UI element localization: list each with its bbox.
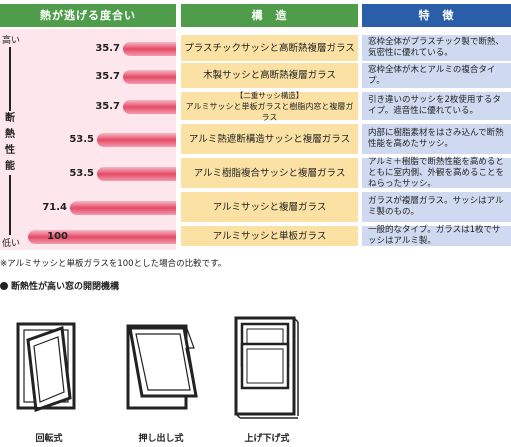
structure-text-group: アルミ熱遮断構造サッシと複層ガラス: [189, 134, 350, 145]
header-structure: 構 造: [181, 4, 358, 27]
bar-row: 53.5: [0, 164, 176, 184]
window-label-pivot: 回転式: [35, 434, 63, 444]
heat-loss-bar: [123, 42, 176, 56]
feature-text: 窓枠全体が木とアルミの複合タイプ。: [368, 64, 496, 86]
section-title-text: 断熱性が高い窓の開閉機構: [11, 282, 120, 292]
structure-text: アルミ樹脂複合サッシと複層ガラス: [193, 167, 346, 179]
structure-text: アルミサッシと複層ガラス: [212, 201, 327, 213]
heat-loss-bar: [70, 201, 176, 215]
heat-loss-chart: 高い 低い 断熱性能 35.7 35.7 35.7 53.5 53.5 71.4 100: [0, 29, 176, 250]
structure-cell: アルミサッシと単板ガラス: [181, 226, 358, 246]
bar-value: 35.7: [95, 101, 120, 112]
double-hung-window-icon: [234, 316, 299, 419]
structure-text: アルミサッシと単板ガラス: [212, 230, 327, 242]
axis-title: 断熱性能: [3, 111, 17, 175]
bar-row: 35.7: [0, 39, 176, 59]
footnote: ※アルミサッシと単板ガラスを100とした場合の比較です。: [0, 259, 227, 269]
section-title: 断熱性が高い窓の開閉機構: [0, 279, 119, 292]
feature-text: 一般的なタイプ。ガラスは1枚でサッシはアルミ製。: [368, 225, 501, 246]
bar-value: 35.7: [95, 43, 120, 54]
feature-cell: ガラスが複層ガラス。サッシはアルミ製のもの。: [362, 192, 511, 222]
awning-window-icon: [126, 324, 198, 410]
bar-row: 35.7: [0, 67, 176, 87]
bullet-icon: [0, 282, 8, 290]
bar-value: 35.7: [95, 70, 120, 82]
bar-value: 53.5: [69, 134, 94, 145]
header-features: 特 徴: [362, 4, 511, 27]
structure-cell: プラスチックサッシと高断熱複層ガラス: [181, 35, 358, 61]
bar-value: 53.5: [69, 168, 94, 179]
heat-loss-bar: [123, 100, 176, 114]
feature-text: 窓枠全体がプラスチック製で断熱、気密性に優れている。: [368, 37, 504, 58]
structure-text: アルミ熱遮断構造サッシと複層ガラス: [188, 133, 351, 145]
feature-cell: 内部に樹脂素材をはさみ込んで断熱性能を高めたサッシ。: [362, 124, 511, 154]
structure-cell: 【二重サッシ構造】アルミサッシと単板ガラスと樹脂内窓と複層ガラス: [181, 90, 358, 123]
structure-text: アルミサッシと単板ガラスと樹脂内窓と複層ガラス: [185, 101, 354, 122]
feature-cell: 窓枠全体が木とアルミの複合タイプ。: [362, 63, 511, 88]
structure-text-group: プラスチックサッシと高断熱複層ガラス: [184, 43, 355, 54]
axis-low-label: 低い: [2, 235, 21, 250]
structure-tag: 【二重サッシ構造】: [235, 90, 304, 100]
structure-cell: アルミ樹脂複合サッシと複層ガラス: [181, 158, 358, 188]
structure-cell: 木製サッシと高断熱複層ガラス: [181, 63, 358, 88]
structure-text-group: アルミサッシと単板ガラス: [213, 231, 327, 242]
bar-row: 53.5: [0, 130, 176, 150]
feature-text: 内部に樹脂素材をはさみ込んで断熱性能を高めたサッシ。: [368, 128, 504, 149]
feature-cell: 一般的なタイプ。ガラスは1枚でサッシはアルミ製。: [362, 225, 511, 246]
structure-text-group: アルミサッシと複層ガラス: [213, 202, 327, 213]
feature-text: アルミ＋樹脂で断熱性能を高めるとともに室内側、外観を高めることをねらったサッシ。: [368, 156, 505, 189]
feature-text: ガラスが複層ガラス。サッシはアルミ製のもの。: [368, 196, 504, 217]
heat-loss-bar: [28, 230, 176, 244]
structure-text-group: アルミ樹脂複合サッシと複層ガラス: [194, 168, 346, 179]
structure-text-group: 木製サッシと高断熱複層ガラス: [203, 70, 336, 81]
window-label-double-hung: 上げ下げ式: [244, 434, 290, 444]
bar-row: 100: [0, 227, 176, 247]
heat-loss-bar: [97, 133, 176, 147]
structure-cell: アルミ熱遮断構造サッシと複層ガラス: [181, 124, 358, 154]
feature-cell: 引き違いのサッシを2枚使用するタイプ。遮音性に優れている。: [362, 92, 511, 120]
window-label-awning: 押し出し式: [138, 434, 184, 444]
feature-cell: 窓枠全体がプラスチック製で断熱、気密性に優れている。: [362, 35, 511, 61]
heat-loss-bar: [97, 167, 176, 181]
bar-value: 71.4: [42, 202, 67, 213]
bar-row: 35.7: [0, 97, 176, 117]
bar-row: 71.4: [0, 198, 176, 218]
axis-high-label: 高い: [2, 32, 21, 47]
feature-text: 引き違いのサッシを2枚使用するタイプ。遮音性に優れている。: [368, 95, 501, 116]
pivot-window-icon: [16, 322, 76, 413]
structure-text: 木製サッシと高断熱複層ガラス: [203, 70, 336, 81]
structure-cell: アルミサッシと複層ガラス: [181, 192, 358, 222]
structure-text: プラスチックサッシと高断熱複層ガラス: [184, 42, 355, 54]
feature-cell: アルミ＋樹脂で断熱性能を高めるとともに室内側、外観を高めることをねらったサッシ。: [362, 156, 511, 189]
heat-loss-bar: [123, 69, 176, 84]
header-heat-loss: 熱が逃げる度合い: [0, 4, 176, 27]
bar-value: 100: [47, 231, 68, 242]
structure-text-group: 【二重サッシ構造】アルミサッシと単板ガラスと樹脂内窓と複層ガラス: [184, 90, 355, 123]
